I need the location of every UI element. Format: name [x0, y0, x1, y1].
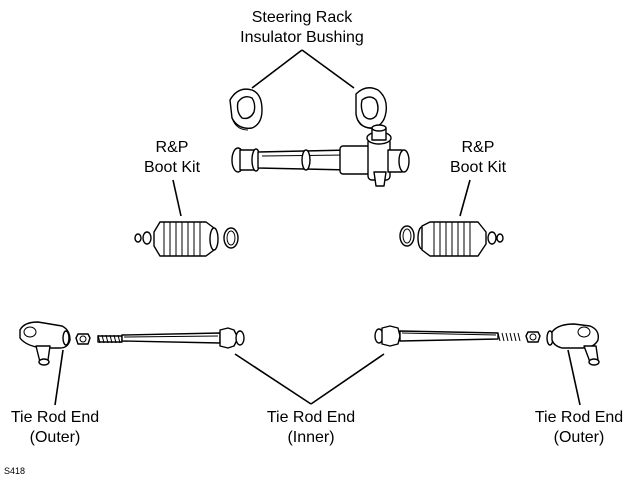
label-insulator-bushing-line2: Insulator Bushing — [240, 29, 364, 46]
boot-right — [399, 221, 504, 257]
figure-code: S418 — [4, 466, 26, 476]
label-boot-kit-left-line1: R&P — [155, 139, 189, 156]
label-tie-rod-outer-left: Tie Rod End (Outer) — [0, 408, 110, 448]
leader-outer-right — [567, 349, 581, 406]
leader-inner-right — [310, 353, 385, 405]
leader-bushing-right — [301, 49, 355, 89]
label-insulator-bushing-line1: Steering Rack — [251, 9, 353, 26]
label-boot-kit-right: R&P Boot Kit — [428, 138, 528, 178]
label-boot-kit-left: R&P Boot Kit — [122, 138, 222, 178]
leader-outer-left — [54, 349, 64, 406]
label-tie-rod-outer-left-line1: Tie Rod End — [10, 409, 100, 426]
label-tie-rod-outer-right-line2: (Outer) — [553, 429, 605, 446]
leader-lines — [54, 49, 581, 406]
leader-inner-left — [234, 353, 312, 405]
leader-bushing-left — [251, 49, 303, 89]
boot-left — [134, 221, 239, 257]
label-insulator-bushing: Steering Rack Insulator Bushing — [222, 8, 382, 48]
steering-rack-housing — [231, 124, 410, 187]
leader-boot-right — [459, 179, 471, 217]
label-tie-rod-inner-line1: Tie Rod End — [266, 409, 356, 426]
label-tie-rod-outer-right-line1: Tie Rod End — [534, 409, 624, 426]
bushing-right — [355, 87, 388, 129]
tie-rod-outer-right — [525, 323, 600, 366]
tie-rod-inner-right — [374, 325, 521, 347]
label-tie-rod-outer-right: Tie Rod End (Outer) — [524, 408, 634, 448]
bushing-left — [229, 88, 263, 131]
tie-rod-inner-left — [97, 327, 245, 349]
label-tie-rod-outer-left-line2: (Outer) — [29, 429, 81, 446]
label-boot-kit-right-line1: R&P — [461, 139, 495, 156]
label-boot-kit-left-line2: Boot Kit — [143, 159, 201, 176]
tie-rod-outer-left — [19, 321, 91, 366]
leader-boot-left — [172, 179, 182, 217]
label-tie-rod-inner-line2: (Inner) — [287, 429, 335, 446]
label-tie-rod-inner: Tie Rod End (Inner) — [256, 408, 366, 448]
label-boot-kit-right-line2: Boot Kit — [449, 159, 507, 176]
